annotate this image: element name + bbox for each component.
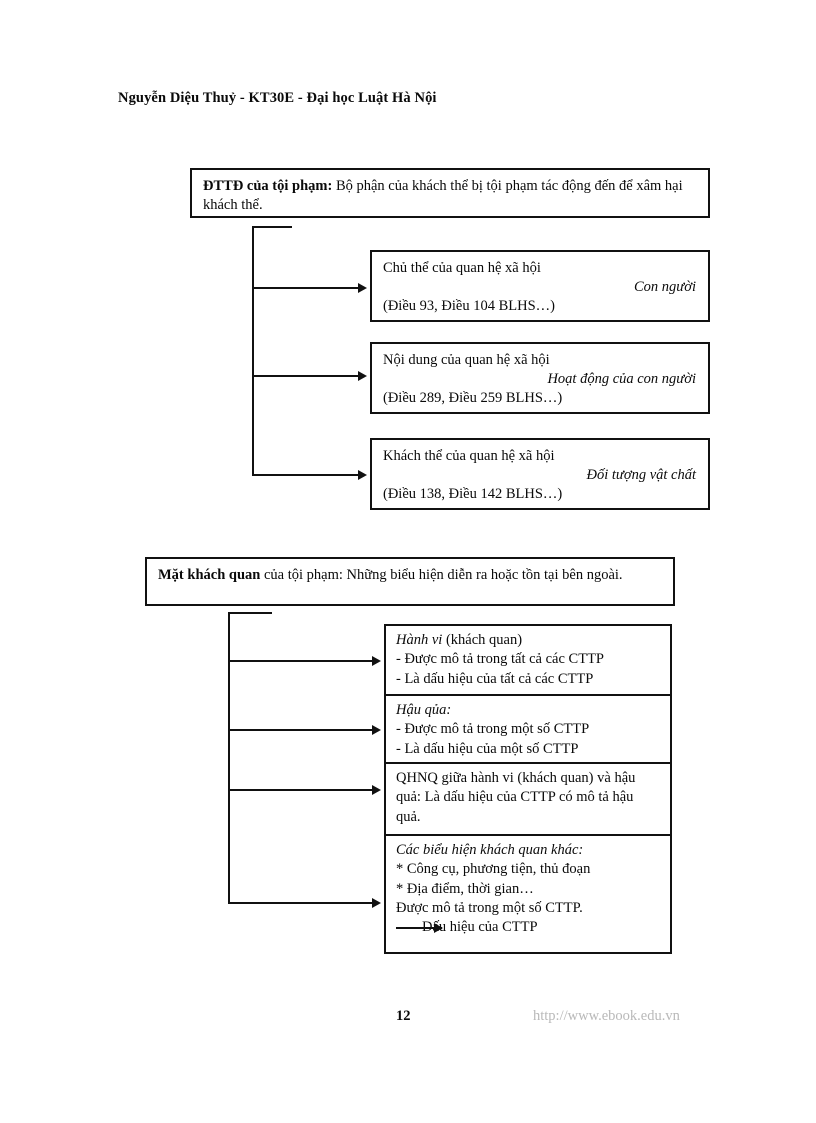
top-branch-reference-2: (Điều 289, Điều 259 BLHS…): [383, 389, 563, 406]
bottom-branch-arrow-1: [372, 656, 381, 666]
top-root-text: Bộ phận của khách thể bị tội phạm tác độ…: [203, 178, 683, 213]
bottom-branch-line-2: [228, 729, 376, 731]
top-branch-emphasis-3: Đối tượng vật chất: [586, 466, 696, 483]
document-header: Nguyễn Diệu Thuỷ - KT30E - Đại học Luật …: [118, 90, 437, 106]
top-branch-arrow-3: [358, 470, 367, 480]
bottom-stack-cell-2: Hậu qủa: - Được mô tả trong một số CTTP …: [386, 696, 670, 764]
top-branch-reference-1: (Điều 93, Điều 104 BLHS…): [383, 297, 555, 314]
bottom-cell-line-4-1: * Công cụ, phương tiện, thủ đoạn: [396, 861, 591, 878]
top-branch-line-1: [252, 287, 362, 289]
top-branch-title-2: Nội dung của quan hệ xã hội: [383, 352, 550, 368]
bottom-root-label: Mặt khách quan: [158, 567, 261, 583]
top-connector-trunk: [252, 226, 254, 476]
top-branch-line-3: [252, 474, 362, 476]
top-branch-box-2: Nội dung của quan hệ xã hội Hoạt động củ…: [370, 342, 710, 414]
bottom-cell-line-3-3: quả.: [396, 808, 421, 825]
bottom-cell-arrow-text-4: Dấu hiệu của CTTP: [422, 919, 538, 936]
bottom-connector-stub: [228, 612, 272, 614]
bottom-stack: Hành vi (khách quan) - Được mô tả trong …: [384, 624, 672, 954]
bottom-branch-line-4: [228, 902, 376, 904]
top-branch-line-2: [252, 375, 362, 377]
bottom-cell-heading-2: Hậu qủa:: [396, 702, 452, 718]
bottom-branch-line-3: [228, 789, 376, 791]
top-root-label: ĐTTĐ của tội phạm:: [203, 178, 333, 194]
top-branch-arrow-2: [358, 371, 367, 381]
top-branch-arrow-1: [358, 283, 367, 293]
watermark: http://www.ebook.edu.vn: [533, 1008, 680, 1024]
top-branch-emphasis-1: Con người: [634, 278, 696, 295]
bottom-cell-heading-1: Hành vi (khách quan): [396, 632, 523, 648]
top-branch-reference-3: (Điều 138, Điều 142 BLHS…): [383, 485, 563, 502]
bottom-root-box: Mặt khách quan của tội phạm: Những biểu …: [145, 557, 675, 606]
page-number: 12: [396, 1008, 411, 1024]
bottom-cell-line-2-2: - Là dấu hiệu của một số CTTP: [396, 740, 579, 757]
bottom-cell-line-2-1: - Được mô tả trong một số CTTP: [396, 721, 590, 738]
top-branch-title-3: Khách thể của quan hệ xã hội: [383, 448, 555, 464]
bottom-root-text: của tội phạm: Những biểu hiện diễn ra ho…: [260, 567, 623, 583]
bottom-cell-line-3-2: quả: Là dấu hiệu của CTTP có mô tả hậu: [396, 789, 634, 806]
right-arrow-icon: [396, 923, 443, 934]
bottom-cell-line-1-1: - Được mô tả trong tất cả các CTTP: [396, 651, 604, 668]
bottom-cell-line-3-1: QHNQ giữa hành vi (khách quan) và hậu: [396, 770, 636, 786]
top-branch-emphasis-2: Hoạt động của con người: [547, 370, 696, 387]
top-branch-title-1: Chủ thể của quan hệ xã hội: [383, 260, 541, 276]
bottom-stack-cell-1: Hành vi (khách quan) - Được mô tả trong …: [386, 626, 670, 696]
top-root-box: ĐTTĐ của tội phạm: Bộ phận của khách thể…: [190, 168, 710, 218]
top-branch-box-3: Khách thể của quan hệ xã hội Đối tượng v…: [370, 438, 710, 510]
top-connector-stub: [252, 226, 292, 228]
bottom-cell-line-4-3: Được mô tả trong một số CTTP.: [396, 899, 583, 916]
top-branch-box-1: Chủ thể của quan hệ xã hội Con người (Đi…: [370, 250, 710, 322]
bottom-stack-cell-4: Các biểu hiện khách quan khác: * Công cụ…: [386, 836, 670, 952]
bottom-cell-heading-4: Các biểu hiện khách quan khác:: [396, 842, 584, 858]
bottom-connector-trunk: [228, 612, 230, 904]
bottom-branch-arrow-4: [372, 898, 381, 908]
bottom-branch-arrow-3: [372, 785, 381, 795]
bottom-branch-line-1: [228, 660, 376, 662]
bottom-cell-arrow-line-4: Dấu hiệu của CTTP: [396, 918, 662, 937]
bottom-cell-line-4-2: * Địa điểm, thời gian…: [396, 880, 534, 897]
bottom-branch-arrow-2: [372, 725, 381, 735]
bottom-cell-line-1-2: - Là dấu hiệu của tất cả các CTTP: [396, 670, 594, 687]
bottom-stack-cell-3: QHNQ giữa hành vi (khách quan) và hậu qu…: [386, 764, 670, 836]
